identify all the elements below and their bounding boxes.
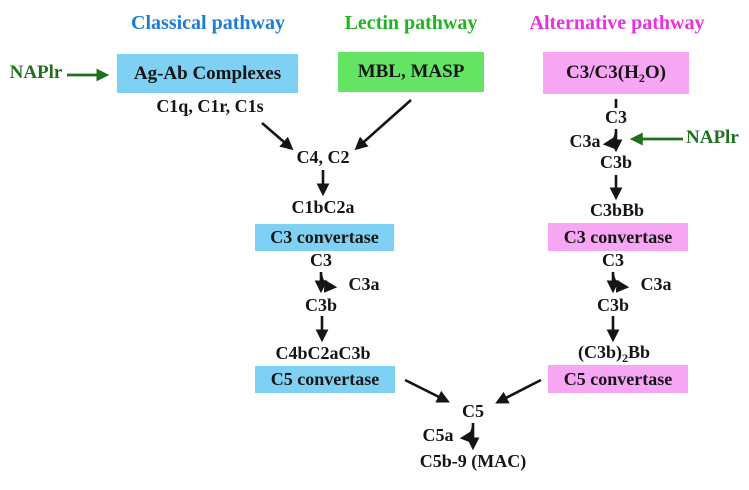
classical-c3b-label: C3b [304,295,337,315]
c3b2bb-pre: (C3b) [577,342,622,362]
classical-c5-convertase-box: C5 convertase [255,366,395,393]
c5-label: C5 [462,401,484,421]
c4c2-label: C4, C2 [296,147,350,167]
c4bc2ac3b-label: C4bC2aC3b [275,343,371,363]
arrow-c5-to-c5a-branch [459,425,475,444]
c3-c3h2o-label: C3/C3(H2O) [566,62,666,84]
lectin-pathway-title: Lectin pathway [344,12,478,34]
alt-c3-label: C3 [602,250,624,270]
c1-components-label: C1q, C1r, C1s [156,96,264,116]
alt-c3-convertase-box: C3 convertase [548,223,688,251]
c3h2o-sub: 2 [638,71,645,85]
mbl-masp-box: MBL, MASP [338,52,484,92]
arrow-c1-to-c4c2 [261,122,294,151]
agab-complexes-box: Ag-Ab Complexes [117,54,298,93]
c3-c3h2o-box: C3/C3(H2O) [543,52,689,94]
c3b2bb-label: (C3b)2Bb [566,342,662,365]
classical-pathway-title: Classical pathway [131,12,285,34]
mac-label: C5b-9 (MAC) [419,451,527,471]
c3b2bb-sub: 2 [621,351,628,365]
c3bbb-label: C3bBb [589,200,645,220]
naplr-left-label: NAPlr [9,62,63,83]
naplr-right-label: NAPlr [686,127,739,148]
c5a-label: C5a [422,425,454,445]
arrow-mbl-to-c4c2 [354,99,412,151]
c3h2o-post: O) [644,62,666,83]
alt-c3a-top-label: C3a [569,131,601,151]
classical-c3a-label: C3a [348,274,380,294]
arrow-alt2-c3-to-c3a-branch [611,273,630,293]
alt-c5-convertase-box: C5 convertase [548,365,688,393]
c3h2o-pre: C3/C3(H [566,62,639,83]
arrow-cl-c5conv-to-c5 [404,378,450,403]
arrow-alt-c3-to-c3a-branch [602,131,618,150]
classical-c3-label: C3 [310,250,332,270]
alternative-pathway-title: Alternative pathway [529,12,705,34]
alt-c3-top-label: C3 [605,107,627,127]
alt-c3a-label: C3a [640,274,672,294]
c1bc2a-label: C1bC2a [291,197,355,217]
c3b2bb-post: Bb [627,342,651,362]
arrow-cl-c3-to-c3a-branch [319,273,338,293]
arrow-alt-c5conv-to-c5 [495,378,542,404]
alt-c3b-top-label: C3b [599,152,632,172]
alt-c3b-label: C3b [596,295,629,315]
classical-c3-convertase-box: C3 convertase [255,224,394,251]
